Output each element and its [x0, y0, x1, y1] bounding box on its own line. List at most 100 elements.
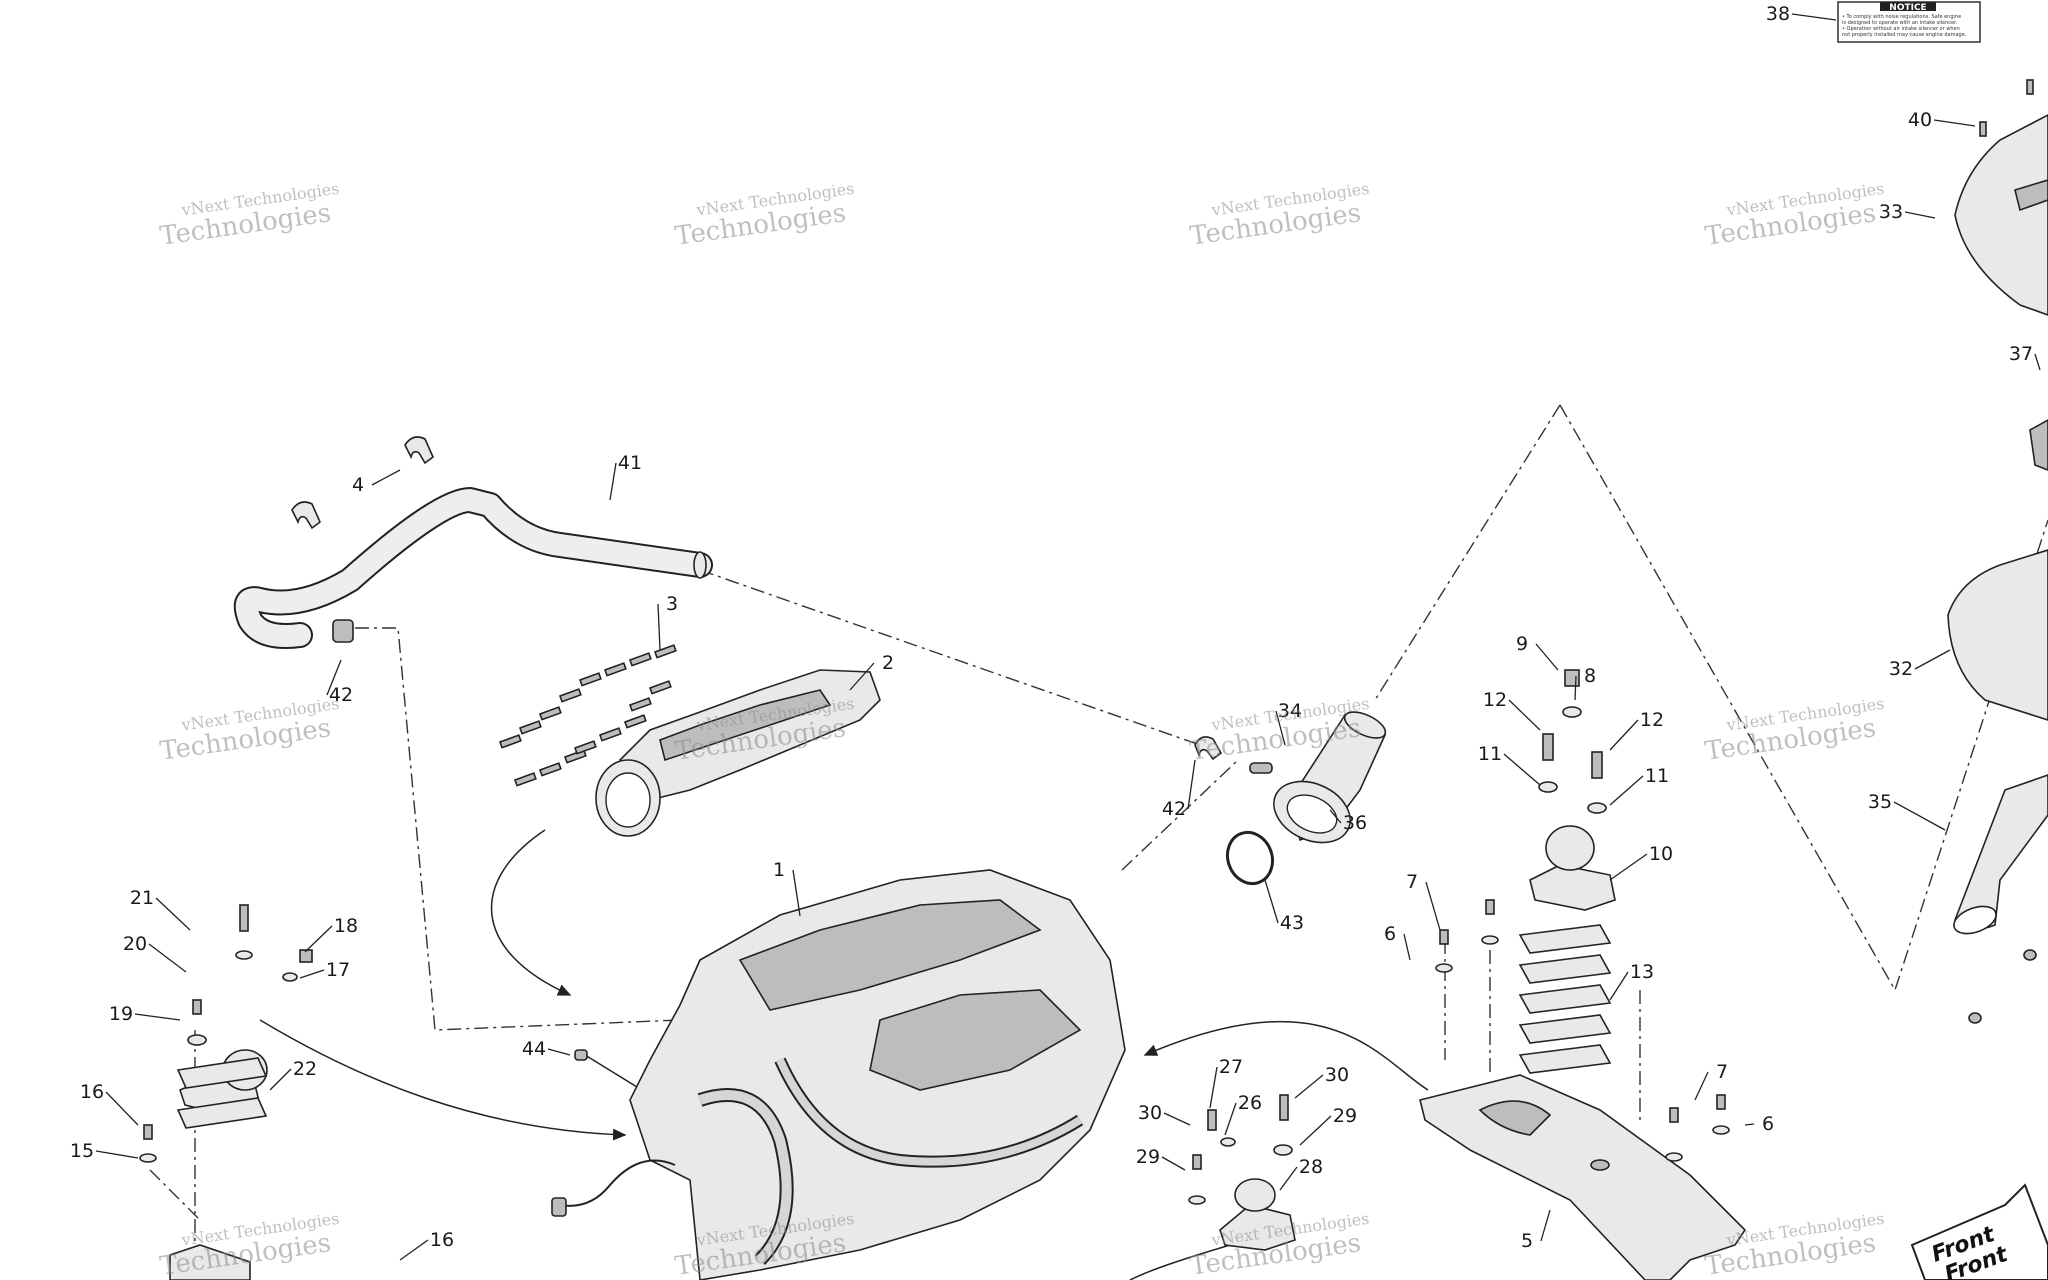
callout-c7a: 7	[1406, 871, 1418, 893]
notice-line-1: • To comply with noise regulations. Safe…	[1842, 14, 1961, 20]
callout-c13: 13	[1630, 961, 1654, 983]
bracket-4	[291, 436, 434, 530]
callout-c11b: 11	[1645, 765, 1669, 787]
leader-line-c16b	[399, 1239, 429, 1261]
callout-c18: 18	[334, 915, 358, 937]
leader-line-c1	[792, 869, 801, 917]
hose-clamp-42	[332, 619, 354, 643]
engine-1	[551, 869, 1126, 1280]
leader-line-c8	[1574, 675, 1577, 701]
callout-c40: 40	[1908, 109, 1932, 131]
callout-c27: 27	[1219, 1056, 1243, 1078]
callout-c12a: 12	[1483, 689, 1507, 711]
notice-line-3: • Operation without air intake silencer …	[1842, 26, 1960, 32]
callout-c7b: 7	[1716, 1061, 1728, 1083]
notice-label-38: NOTICE • To comply with noise regulation…	[1837, 1, 1981, 43]
callout-c43: 43	[1280, 912, 1304, 934]
clamp-42b	[1194, 736, 1223, 761]
leader-line-c4	[371, 469, 401, 486]
callout-c41: 41	[618, 452, 642, 474]
leader-line-c37	[2034, 353, 2041, 371]
leader-line-c35	[1893, 801, 1946, 831]
callout-c11a: 11	[1478, 743, 1502, 765]
leader-line-c12a	[1508, 699, 1541, 731]
leader-line-c42a	[326, 659, 342, 696]
callout-c19: 19	[109, 1003, 133, 1025]
callout-c42b: 42	[1162, 798, 1186, 820]
callout-c16a: 16	[80, 1081, 104, 1103]
leader-line-c6b	[1744, 1123, 1755, 1126]
notice-title: NOTICE	[1889, 3, 1926, 13]
callout-c32: 32	[1889, 658, 1913, 680]
leader-line-c3	[657, 603, 661, 651]
callout-c28: 28	[1299, 1156, 1323, 1178]
callout-c8: 8	[1584, 665, 1596, 687]
leader-line-c26	[1224, 1102, 1237, 1136]
leader-line-c2	[849, 662, 875, 691]
air-duct-36	[1194, 711, 1387, 886]
leader-line-c41	[609, 462, 617, 501]
leader-line-c6a	[1403, 933, 1411, 961]
leader-line-c30b	[1163, 1112, 1191, 1126]
leader-line-c32	[1914, 649, 1951, 670]
leader-line-c9	[1535, 643, 1559, 671]
air-box-base-32	[1947, 549, 2048, 721]
callout-c10: 10	[1649, 843, 1673, 865]
filter-37	[2029, 419, 2048, 471]
leader-line-c33	[1904, 211, 1936, 219]
callout-c30b: 30	[1138, 1102, 1162, 1124]
callout-c15: 15	[70, 1140, 94, 1162]
callout-c30a: 30	[1325, 1064, 1349, 1086]
shims-13	[1518, 924, 1612, 1074]
engine-mount-10	[1435, 669, 1616, 1074]
leader-line-c27	[1209, 1066, 1218, 1109]
notice-line-2: is designed to operate with an intake si…	[1842, 20, 1958, 26]
leader-line-c16a	[105, 1091, 139, 1126]
callout-c42a: 42	[329, 684, 353, 706]
leader-line-c13	[1609, 971, 1629, 1001]
callout-c38: 38	[1766, 3, 1790, 25]
callout-c2: 2	[882, 652, 894, 674]
engine-mount-28	[1188, 1094, 1296, 1251]
guide-lines	[149, 404, 2048, 1280]
engine-mount-19	[139, 904, 313, 1280]
callout-numbers: 1234566778910111112121315161617181920212…	[70, 3, 2033, 1252]
callout-c3: 3	[666, 593, 678, 615]
callout-c29a: 29	[1333, 1105, 1357, 1127]
callout-c6b: 6	[1762, 1113, 1774, 1135]
callout-c1: 1	[773, 859, 785, 881]
callout-c33: 33	[1879, 201, 1903, 223]
leader-line-c12b	[1609, 719, 1639, 751]
leader-line-c22	[269, 1068, 292, 1091]
leader-line-c19	[134, 1013, 181, 1021]
leader-line-c7a	[1425, 881, 1441, 931]
leader-line-c18	[304, 925, 333, 953]
clamp-43	[1225, 830, 1275, 886]
leader-line-c15	[95, 1150, 139, 1159]
leader-line-c30a	[1294, 1074, 1324, 1099]
callout-c34: 34	[1278, 700, 1302, 722]
callout-c26: 26	[1238, 1092, 1262, 1114]
callout-c4: 4	[352, 474, 364, 496]
notice-line-4: not properly installed may cause engine …	[1842, 32, 1967, 38]
tube-35	[1954, 774, 2048, 930]
leader-line-c17	[299, 969, 325, 979]
assembly-arrows	[259, 829, 1429, 1280]
callout-c20: 20	[123, 933, 147, 955]
callout-c35: 35	[1868, 791, 1892, 813]
leader-line-c40	[1933, 119, 1976, 127]
air-box-33	[1947, 79, 2048, 1024]
callout-c5: 5	[1521, 1230, 1533, 1252]
plug-44	[574, 1049, 588, 1061]
leader-line-c11a	[1503, 753, 1541, 786]
leader-line-c21	[155, 897, 191, 931]
